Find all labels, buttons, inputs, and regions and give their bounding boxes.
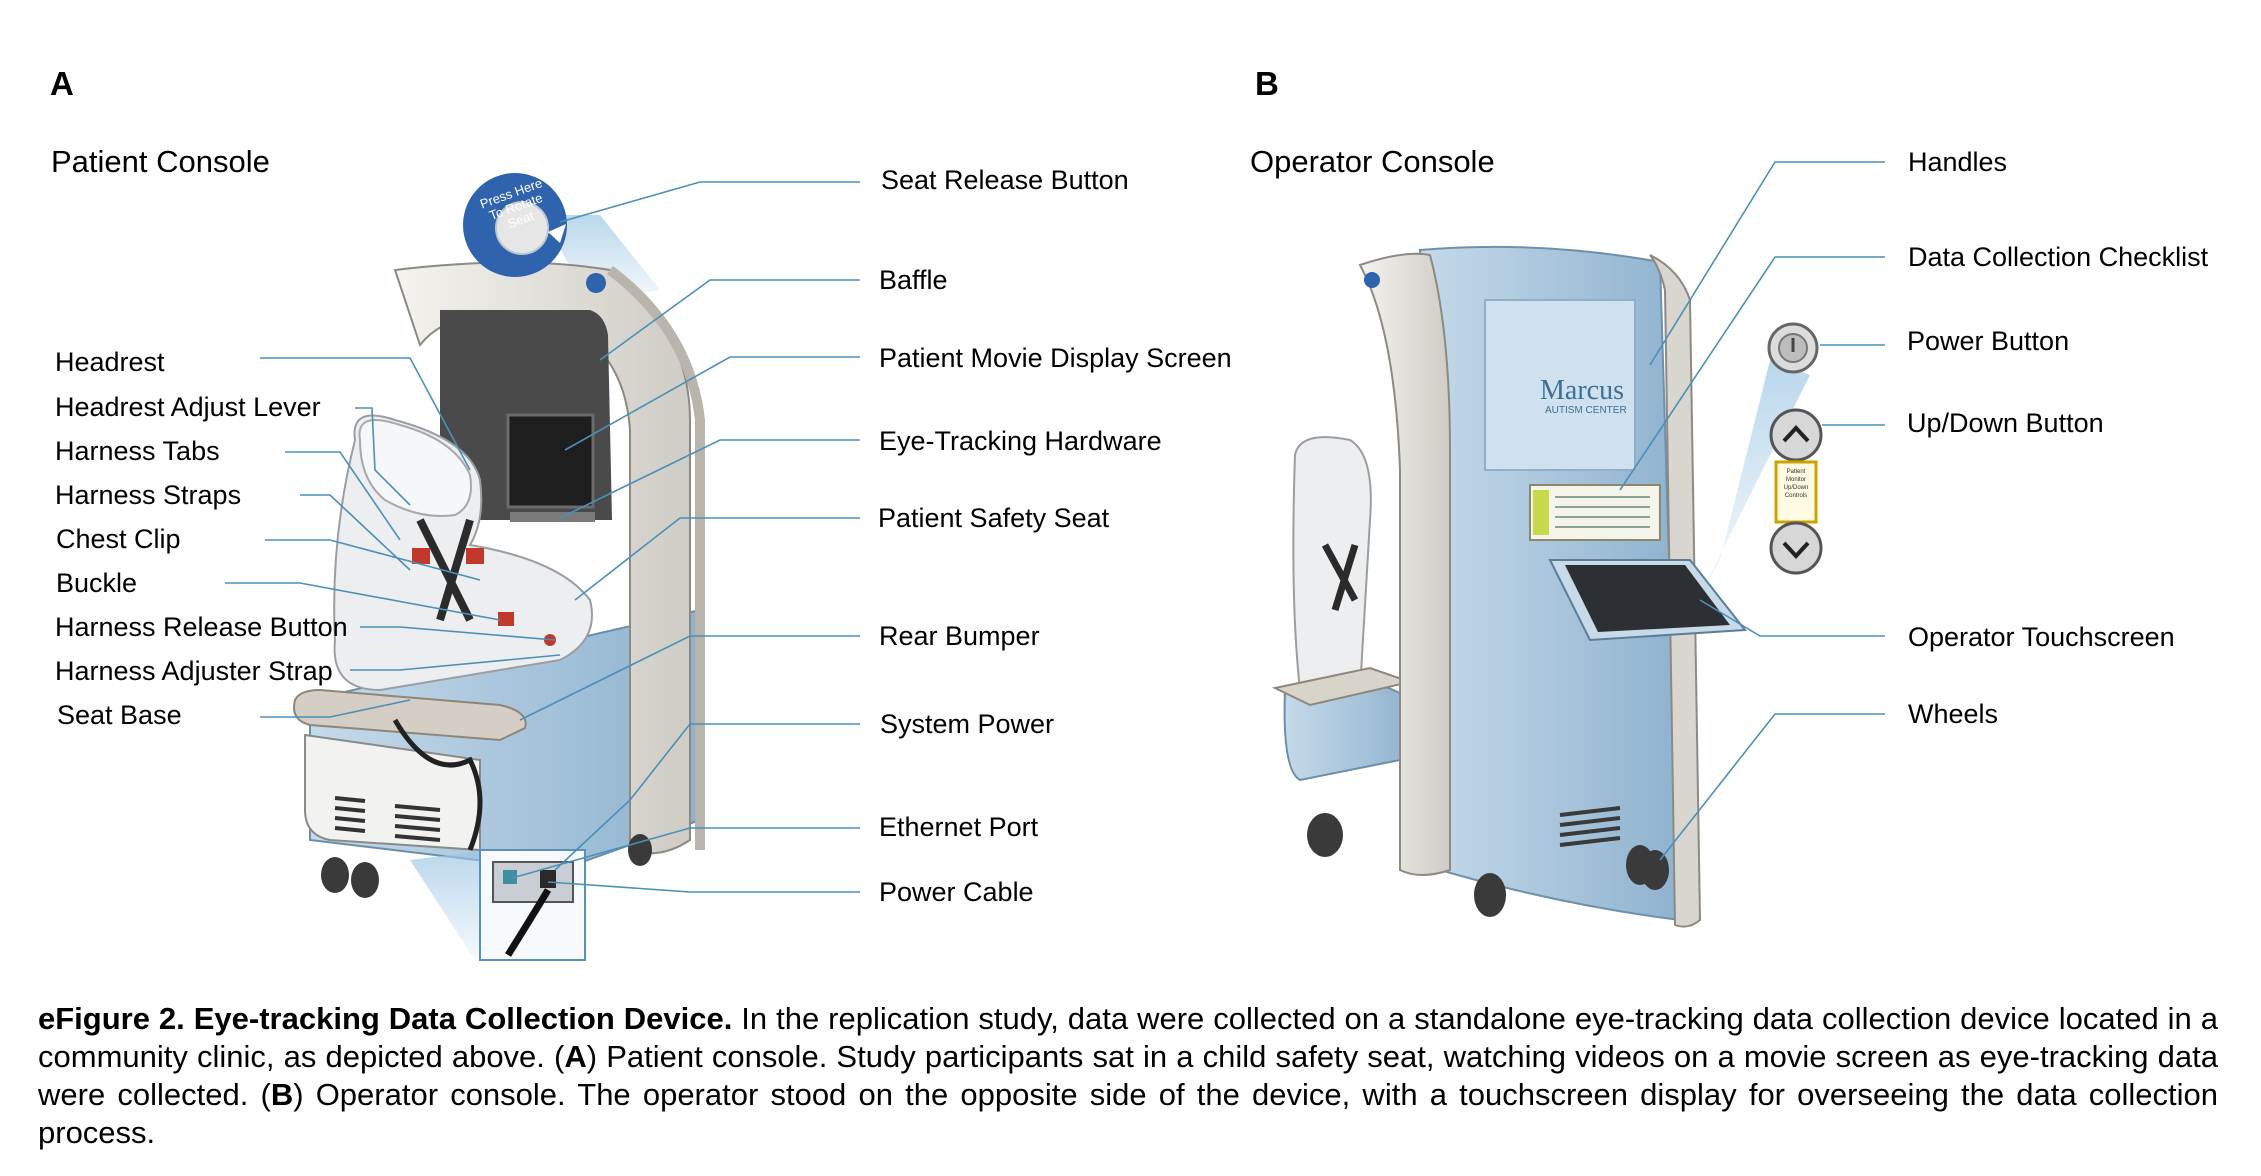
leader-lines	[225, 161, 1885, 893]
leader-harness-tabs	[285, 451, 401, 541]
checklist-sheet	[1529, 484, 1661, 541]
down-button-icon	[1769, 521, 1823, 575]
eye-tracker-bar	[510, 512, 595, 522]
label-headrest-adjust-lever: Headrest Adjust Lever	[55, 392, 321, 422]
leader-wheels	[1659, 713, 1885, 861]
panel-a-title: Patient Console	[51, 144, 270, 179]
label-buckle: Buckle	[56, 568, 138, 598]
leader-power-cable	[547, 881, 860, 893]
leader-checklist	[1619, 256, 1885, 491]
caption-label: eFigure 2. Eye-tracking Data Collection …	[38, 1001, 733, 1036]
panel-a-letter: A	[50, 65, 74, 102]
checklist-tab	[1533, 490, 1549, 535]
label-patient-movie-display-screen: Patient Movie Display Screen	[879, 343, 1232, 373]
panel-b-letter: B	[1255, 65, 1279, 102]
operator-console-illustration	[1271, 245, 1823, 928]
leader-safety-seat	[574, 517, 860, 601]
label-harness-tabs: Harness Tabs	[55, 436, 220, 466]
label-data-collection-checklist: Data Collection Checklist	[1908, 242, 2209, 272]
leader-handles	[1649, 161, 1885, 366]
leader-rear-bumper	[519, 635, 860, 721]
label-power-button: Power Button	[1907, 326, 2070, 356]
label-up-down-button: Up/Down Button	[1907, 408, 2104, 438]
brand-panel	[1484, 299, 1636, 471]
movie-screen	[506, 413, 595, 509]
buckle-shape	[498, 612, 514, 626]
leader-movie-screen	[564, 356, 860, 451]
cable-loop	[392, 718, 483, 851]
label-operator-touchscreen: Operator Touchscreen	[1908, 622, 2175, 652]
caption-bold-a: A	[564, 1039, 587, 1074]
label-ethernet-port: Ethernet Port	[879, 812, 1039, 842]
label-power-cable: Power Cable	[879, 877, 1034, 907]
label-wheels: Wheels	[1908, 699, 1999, 729]
label-harness-straps: Harness Straps	[55, 480, 242, 510]
figure-caption: eFigure 2. Eye-tracking Data Collection …	[38, 1000, 2218, 1152]
label-seat-base: Seat Base	[57, 700, 182, 730]
operator-handle-left	[1358, 252, 1451, 876]
operator-touchscreen-shape	[1565, 565, 1730, 632]
operator-vents	[1559, 806, 1621, 847]
leader-eye-tracking	[559, 439, 860, 519]
leader-harness-release	[360, 626, 556, 641]
up-button-icon	[1769, 408, 1823, 462]
leader-buckle	[225, 582, 501, 621]
label-headrest: Headrest	[55, 347, 165, 377]
ethernet-jack	[503, 870, 517, 884]
label-patient-safety-seat: Patient Safety Seat	[878, 503, 1110, 533]
label-chest-clip: Chest Clip	[56, 524, 181, 554]
leader-headrest	[260, 357, 471, 471]
wheels-a	[321, 834, 652, 898]
leader-baffle	[599, 279, 860, 361]
label-handles: Handles	[1908, 147, 2008, 177]
caption-text-3: ) Operator console. The operator stood o…	[38, 1077, 2218, 1150]
panel-b-title: Operator Console	[1250, 144, 1495, 179]
leader-headrest-adjust-lever	[355, 407, 411, 506]
caption-text-1: In the replication study, data were coll…	[38, 1001, 2218, 1074]
label-eye-tracking-hardware: Eye-Tracking Hardware	[879, 426, 1162, 456]
badge-beam	[540, 215, 660, 300]
vent-slots	[334, 796, 441, 842]
shell-edge	[606, 266, 705, 850]
screen-brand-sub: AUTISM CENTER	[1545, 405, 1627, 416]
leader-seat-release	[559, 181, 860, 223]
leader-ethernet-port	[511, 827, 860, 879]
leader-system-power	[554, 723, 860, 871]
label-harness-adjuster-strap: Harness Adjuster Strap	[55, 656, 333, 686]
logo-dot	[586, 273, 606, 293]
power-button-icon	[1767, 322, 1819, 374]
wheels-b	[1307, 813, 1669, 917]
controls-tag-box	[1774, 460, 1818, 524]
headrest-shape	[358, 419, 472, 517]
controls-tag-text: Patient Monitor Up/Down Controls	[1783, 469, 1809, 499]
harness-tab-left	[412, 548, 430, 564]
seat-badge-button	[495, 201, 549, 255]
power-cable-shape	[505, 888, 552, 957]
power-socket	[540, 870, 556, 888]
harness-tab-right	[466, 548, 484, 564]
logo-dot-b	[1364, 272, 1380, 288]
leader-chest-clip	[265, 539, 481, 581]
label-rear-bumper: Rear Bumper	[879, 621, 1040, 651]
seat-badge-arrow	[548, 224, 566, 243]
label-baffle: Baffle	[879, 265, 948, 295]
label-harness-release-button: Harness Release Button	[55, 612, 348, 642]
leader-harness-adjuster	[350, 654, 561, 671]
leader-seat-base	[260, 699, 411, 718]
seat-side-straps	[1321, 543, 1359, 612]
patient-console-illustration	[293, 173, 705, 961]
leader-harness-straps	[300, 494, 411, 571]
caption-bold-b: B	[270, 1077, 294, 1112]
caption-text-2: ) Patient console. Study participants sa…	[38, 1039, 2218, 1112]
leader-touchscreen	[1699, 599, 1885, 637]
label-system-power: System Power	[880, 709, 1055, 739]
checklist-lines	[1555, 496, 1650, 528]
label-seat-release-button: Seat Release Button	[881, 165, 1129, 195]
screen-brand: Marcus	[1540, 375, 1624, 406]
